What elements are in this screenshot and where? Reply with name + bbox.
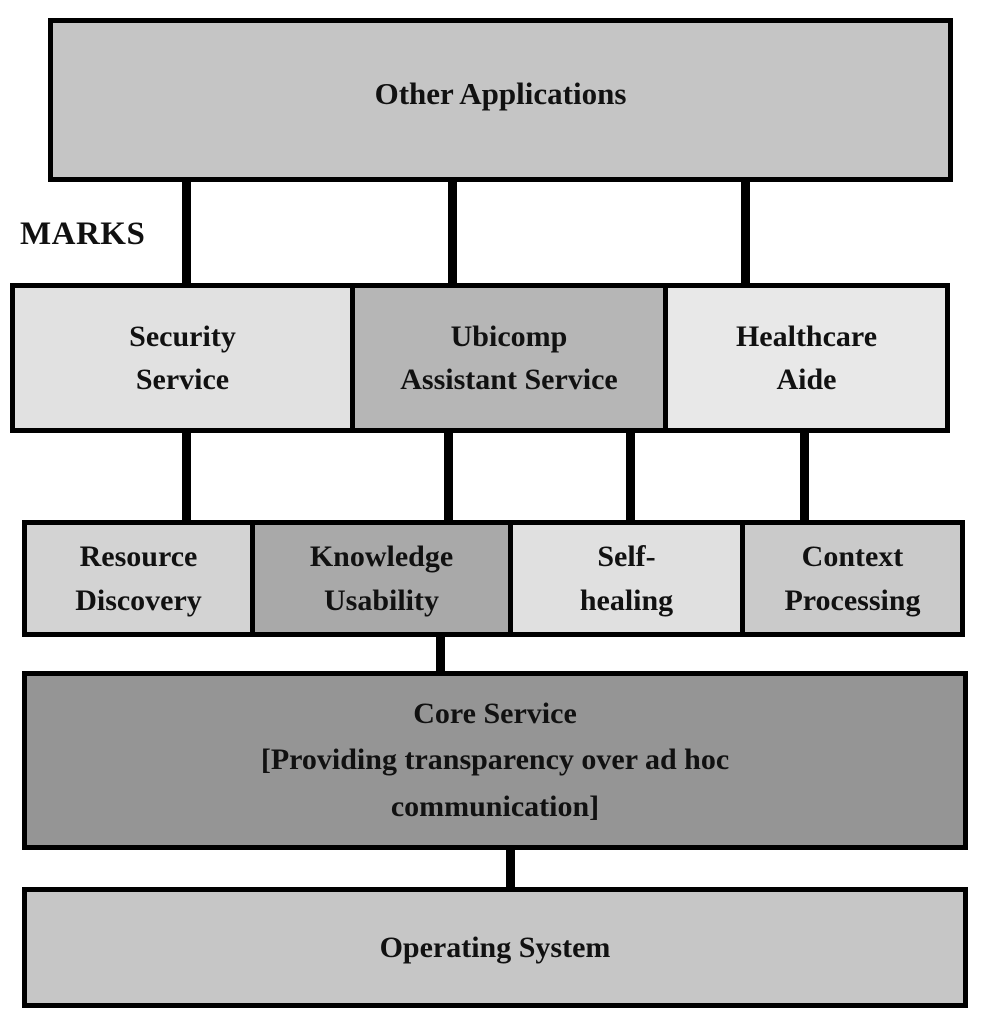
ubicomp-assistant-service-box: Ubicomp Assistant Service xyxy=(350,288,668,428)
healthcare-aide-box: Healthcare Aide xyxy=(668,288,945,428)
connector-ubicomp-to-self-healing xyxy=(626,430,635,523)
operating-system-box: Operating System xyxy=(22,887,968,1008)
connector-apps-to-security xyxy=(182,180,191,286)
context-processing-box: Context Processing xyxy=(740,525,960,632)
connector-apps-to-healthcare xyxy=(741,180,750,286)
connector-apps-to-ubicomp xyxy=(448,180,457,286)
security-service-box: Security Service xyxy=(15,288,350,428)
other-applications-box: Other Applications xyxy=(48,18,953,182)
self-healing-box: Self- healing xyxy=(513,525,740,632)
core-service-box: Core Service [Providing transparency ove… xyxy=(22,671,968,850)
connector-core-to-os xyxy=(506,847,515,890)
connector-ubicomp-to-knowledge-usability xyxy=(444,430,453,523)
connector-security-to-resource-discovery xyxy=(182,430,191,523)
connector-healthcare-to-context-processing xyxy=(800,430,809,523)
services-layer-strip: Security Service Ubicomp Assistant Servi… xyxy=(10,283,950,433)
components-layer-strip: Resource Discovery Knowledge Usability S… xyxy=(22,520,965,637)
marks-label: MARKS xyxy=(20,216,146,252)
knowledge-usability-box: Knowledge Usability xyxy=(250,525,513,632)
resource-discovery-box: Resource Discovery xyxy=(27,525,250,632)
connector-components-to-core xyxy=(436,634,445,674)
